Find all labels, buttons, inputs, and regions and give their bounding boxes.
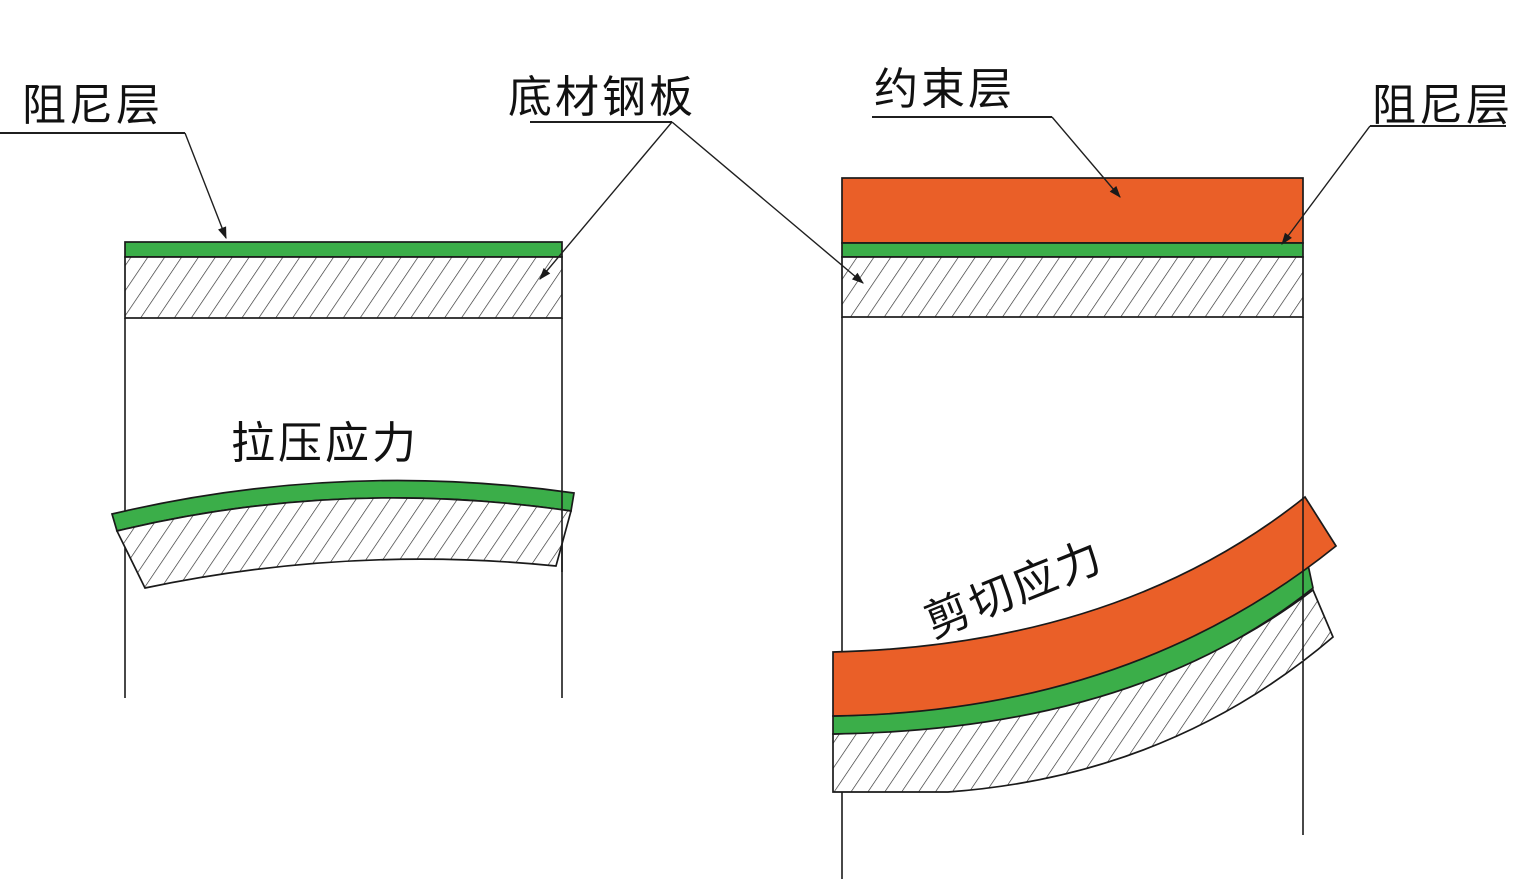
right-constraint-layer (841, 177, 1304, 244)
left-damping-layer (124, 241, 563, 258)
base-plate-leader-right (671, 121, 864, 284)
right-damping-label: 阻尼层 (1372, 81, 1513, 130)
left-steel-plate (124, 256, 563, 319)
left-structure-bent (110, 479, 575, 589)
left-structure-flat (124, 241, 563, 698)
base-plate-leader-left (539, 121, 673, 280)
right-damping-layer (841, 242, 1304, 258)
left-bent-steel-plate (115, 497, 573, 589)
constraint-label: 约束层 (874, 65, 1015, 114)
right-structure-bent (832, 495, 1338, 793)
right-structure-flat (841, 177, 1304, 879)
constraint-leader (1051, 116, 1121, 198)
tension-compression-stress-label: 拉压应力 (231, 419, 419, 468)
right-steel-plate (841, 256, 1304, 318)
right-bent-constraint-layer (832, 495, 1338, 717)
left-damping-leader (184, 132, 227, 240)
base-plate-label: 底材钢板 (508, 73, 696, 122)
callouts: 阻尼层 底材钢板 约束层 阻尼层 (0, 65, 1513, 284)
right-damping-leader (1281, 125, 1371, 245)
left-damping-label: 阻尼层 (22, 81, 163, 130)
